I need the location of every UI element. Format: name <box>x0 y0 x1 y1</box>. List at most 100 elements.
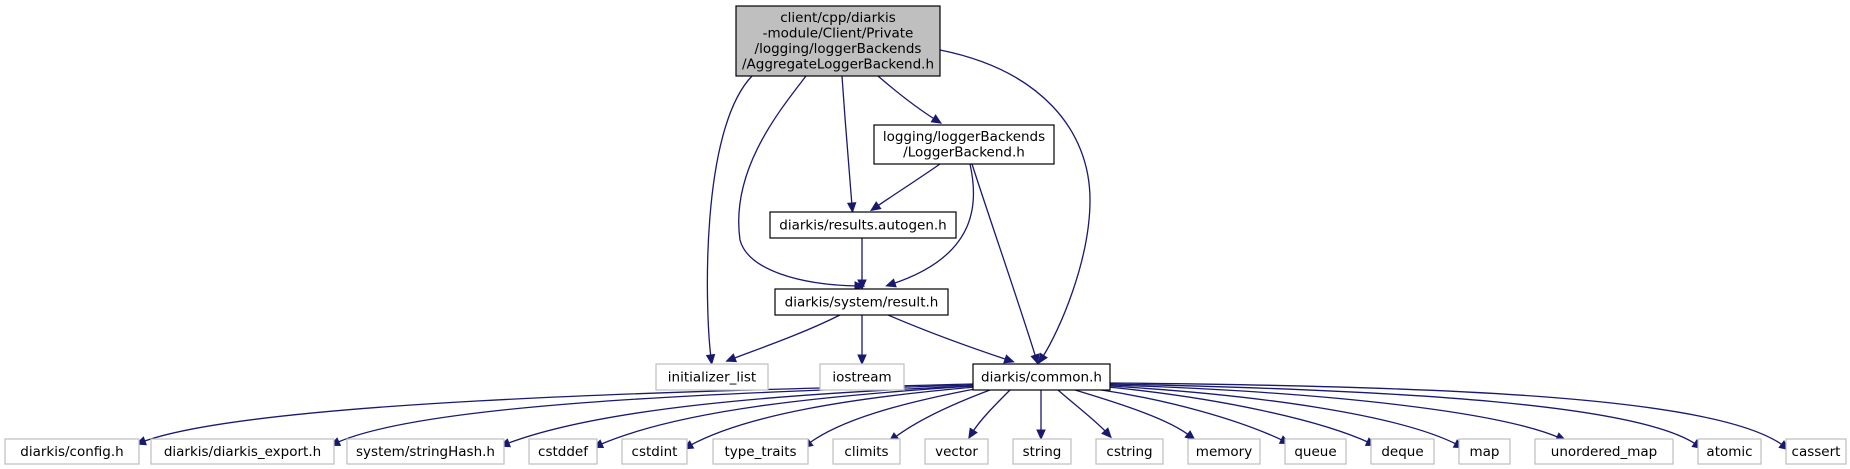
node-label: unordered_map <box>1551 444 1657 460</box>
edge-line <box>598 385 974 446</box>
edge-line <box>1094 388 1285 442</box>
node-deque: deque <box>1370 438 1435 465</box>
edge-result-to-common <box>887 314 1015 364</box>
edge-root-to-common <box>939 49 1091 365</box>
arrowhead-icon <box>968 427 978 440</box>
node-box <box>1785 438 1847 465</box>
node-label: diarkis/results.autogen.h <box>779 217 946 233</box>
node-label: diarkis/common.h <box>981 369 1102 385</box>
edge-common-to-export <box>329 384 974 446</box>
node-box <box>1012 438 1072 465</box>
arrowhead-icon <box>857 279 867 291</box>
node-label: type_traits <box>724 444 796 460</box>
edge-loggerbackend-to-common <box>971 163 1040 365</box>
node-cstdint: cstdint <box>621 438 688 465</box>
node-label: queue <box>1294 444 1336 460</box>
arrowhead-icon <box>885 278 897 288</box>
edge-result-to-initializer_list <box>725 314 841 363</box>
node-config: diarkis/config.h <box>4 438 140 465</box>
node-box <box>1095 438 1164 465</box>
node-result[interactable]: diarkis/system/result.h <box>774 288 949 316</box>
node-box <box>4 438 140 465</box>
node-box <box>1370 438 1435 465</box>
edge-line <box>706 75 753 359</box>
node-box <box>924 438 989 465</box>
edge-line <box>875 163 941 208</box>
node-common[interactable]: diarkis/common.h <box>972 363 1111 391</box>
node-label: /AggregateLoggerBackend.h <box>742 57 934 73</box>
arrowhead-icon <box>1030 353 1040 365</box>
node-label: cstdint <box>632 444 678 460</box>
edge-line <box>887 314 1009 361</box>
node-label: /LoggerBackend.h <box>903 145 1025 161</box>
node-label: memory <box>1196 444 1252 460</box>
node-memory: memory <box>1187 438 1261 465</box>
node-string: string <box>1012 438 1072 465</box>
edge-line <box>1109 382 1785 447</box>
node-root[interactable]: client/cpp/diarkis-module/Client/Private… <box>735 5 941 77</box>
edge-line <box>1057 389 1108 434</box>
node-type_traits: type_traits <box>712 438 809 465</box>
arrowhead-icon <box>1101 427 1112 439</box>
node-results[interactable]: diarkis/results.autogen.h <box>769 211 957 239</box>
edge-result-to-iostream <box>857 315 867 366</box>
node-label: logging/loggerBackends <box>883 129 1045 145</box>
node-label: diarkis/system/result.h <box>785 294 939 310</box>
edge-common-to-memory <box>1074 389 1196 441</box>
edge-line <box>807 387 981 445</box>
node-box <box>346 438 505 465</box>
node-box <box>774 288 949 316</box>
node-label: /logging/loggerBackends <box>755 41 922 57</box>
edge-line <box>971 163 1037 359</box>
node-box <box>1534 438 1674 465</box>
arrowhead-icon <box>857 354 867 366</box>
node-label: string <box>1023 444 1062 460</box>
node-box <box>712 438 809 465</box>
edge-line <box>1109 383 1698 446</box>
edge-line <box>1107 386 1371 444</box>
node-label: client/cpp/diarkis <box>780 10 895 26</box>
node-label: cstring <box>1106 444 1152 460</box>
node-box <box>1697 438 1762 465</box>
node-loggerbackend[interactable]: logging/loggerBackends/LoggerBackend.h <box>873 124 1055 165</box>
edges-layer <box>135 49 1790 451</box>
node-box <box>150 438 335 465</box>
edge-line <box>738 75 859 287</box>
node-label: diarkis/diarkis_export.h <box>164 444 321 460</box>
node-label: initializer_list <box>668 369 756 385</box>
edge-line <box>841 75 853 207</box>
edge-common-to-string <box>1036 390 1046 441</box>
edge-line <box>877 75 937 121</box>
edge-common-to-cstring <box>1057 389 1112 439</box>
node-box <box>819 363 905 391</box>
node-box <box>1458 438 1511 465</box>
node-box <box>528 438 598 465</box>
edge-line <box>893 389 991 439</box>
node-vector: vector <box>924 438 989 465</box>
edge-root-to-result <box>738 75 866 291</box>
arrowhead-icon <box>870 201 882 212</box>
edge-common-to-cstddef <box>592 385 974 448</box>
node-label: cassert <box>1792 444 1841 460</box>
arrowhead-icon <box>930 114 943 124</box>
arrowhead-icon <box>725 353 737 363</box>
node-label: climits <box>844 444 888 460</box>
node-queue: queue <box>1284 438 1347 465</box>
edge-common-to-config <box>135 383 974 446</box>
arrowhead-icon <box>1036 429 1046 441</box>
node-cstddef: cstddef <box>528 438 598 465</box>
node-stringhash: system/stringHash.h <box>346 438 505 465</box>
node-climits: climits <box>832 438 901 465</box>
node-box <box>735 5 941 77</box>
node-box <box>832 438 901 465</box>
node-label: iostream <box>832 369 891 385</box>
edge-line <box>1074 389 1191 437</box>
nodes-layer: client/cpp/diarkis-module/Client/Private… <box>4 5 1847 465</box>
edge-line <box>971 389 1011 434</box>
node-iostream: iostream <box>819 363 905 391</box>
arrowhead-icon <box>705 353 716 366</box>
node-box <box>873 124 1055 165</box>
node-box <box>1284 438 1347 465</box>
edge-line <box>1109 385 1459 446</box>
